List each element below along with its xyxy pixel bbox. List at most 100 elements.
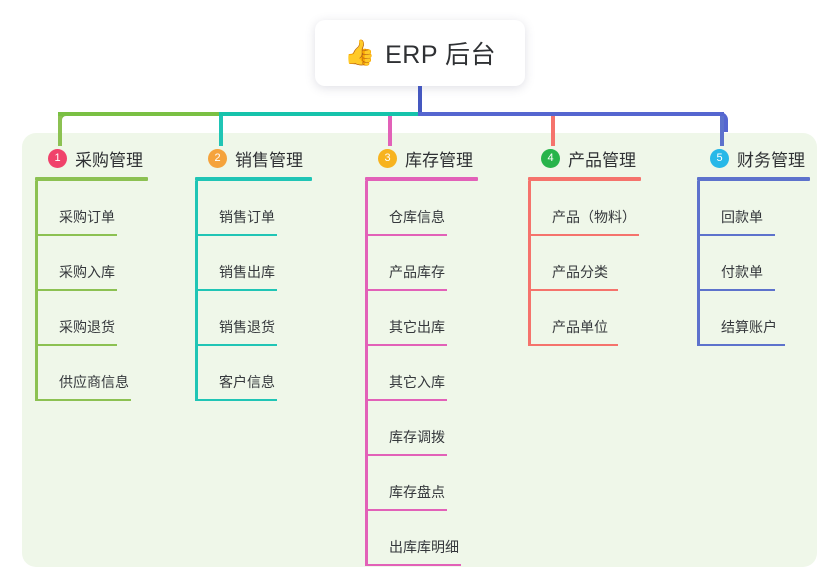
leaf-item[interactable]: 销售订单	[195, 181, 312, 236]
column-number-badge: 2	[208, 148, 227, 168]
column-header-3[interactable]: 3 库存管理	[365, 145, 478, 171]
leaf-item[interactable]: 库存调拨	[365, 401, 478, 456]
root-node-erp-backend[interactable]: 👍 ERP 后台	[315, 20, 525, 86]
column-title: 库存管理	[405, 150, 473, 170]
column-spine	[365, 181, 368, 566]
leaf-item-label: 库存调拨	[389, 429, 445, 445]
leaf-item[interactable]: 库存盘点	[365, 456, 478, 511]
leaf-item-underline	[365, 399, 447, 401]
leaf-item[interactable]: 产品单位	[528, 291, 641, 346]
leaf-item-label: 付款单	[721, 264, 763, 280]
leaf-item-underline	[697, 344, 785, 346]
drop-connector-col-2	[219, 116, 223, 146]
leaf-item[interactable]: 仓库信息	[365, 181, 478, 236]
leaf-item-underline	[35, 289, 117, 291]
drop-connector-col-3	[388, 116, 392, 146]
leaf-item-underline	[195, 399, 277, 401]
bus-segment-1	[58, 112, 219, 116]
leaf-item-underline	[195, 234, 277, 236]
leaf-item[interactable]: 采购入库	[35, 236, 148, 291]
drop-connector-col-5	[720, 116, 724, 146]
leaf-item[interactable]: 采购退货	[35, 291, 148, 346]
column-header-underline	[195, 177, 312, 181]
leaf-item-underline	[195, 344, 277, 346]
leaf-item-underline	[365, 234, 447, 236]
leaf-item[interactable]: 客户信息	[195, 346, 312, 401]
column-number-badge: 4	[541, 148, 560, 168]
column-spine	[195, 181, 198, 401]
leaf-item[interactable]: 其它出库	[365, 291, 478, 346]
leaf-item[interactable]: 其它入库	[365, 346, 478, 401]
column-header-underline	[528, 177, 641, 181]
column-header-underline	[697, 177, 810, 181]
column-2: 2 销售管理销售订单销售出库销售退货客户信息	[195, 145, 312, 401]
diagram-background-panel	[22, 133, 817, 567]
leaf-item-underline	[528, 289, 618, 291]
leaf-item-label: 供应商信息	[59, 374, 129, 390]
column-title: 财务管理	[737, 150, 805, 170]
leaf-item[interactable]: 付款单	[697, 236, 810, 291]
drop-connector-col-4	[551, 116, 555, 146]
column-title: 采购管理	[75, 150, 143, 170]
leaf-item-label: 采购退货	[59, 319, 115, 335]
column-items-2: 销售订单销售出库销售退货客户信息	[195, 181, 312, 401]
bus-segment-3	[418, 112, 724, 116]
drop-connector-col-1	[58, 116, 62, 146]
column-items-4: 产品（物料） 产品分类产品单位	[528, 181, 641, 346]
leaf-item-label: 销售退货	[219, 319, 275, 335]
column-title: 产品管理	[568, 150, 636, 170]
leaf-item[interactable]: 产品（物料）	[528, 181, 641, 236]
column-spine	[35, 181, 38, 401]
leaf-item-label: 销售订单	[219, 209, 275, 225]
leaf-item[interactable]: 出库库明细	[365, 511, 478, 566]
column-number-badge: 5	[710, 148, 729, 168]
leaf-item[interactable]: 回款单	[697, 181, 810, 236]
column-items-5: 回款单付款单结算账户	[697, 181, 810, 346]
leaf-item-underline	[35, 234, 117, 236]
leaf-item-label: 产品分类	[552, 264, 608, 280]
bus-segment-2	[219, 112, 418, 116]
column-4: 4 产品管理产品（物料） 产品分类产品单位	[528, 145, 641, 346]
column-items-1: 采购订单采购入库采购退货供应商信息	[35, 181, 148, 401]
column-header-underline	[35, 177, 148, 181]
leaf-item-underline	[697, 289, 775, 291]
leaf-item-underline	[365, 289, 447, 291]
leaf-item-underline	[365, 509, 447, 511]
column-title: 销售管理	[235, 150, 303, 170]
leaf-item[interactable]: 销售退货	[195, 291, 312, 346]
leaf-item-underline	[697, 234, 775, 236]
leaf-item[interactable]: 结算账户	[697, 291, 810, 346]
bus-elbow-right	[708, 112, 728, 132]
column-items-3: 仓库信息产品库存其它出库其它入库库存调拨库存盘点出库库明细	[365, 181, 478, 566]
column-5: 5 财务管理回款单付款单结算账户	[697, 145, 810, 346]
leaf-item-underline	[365, 454, 447, 456]
thumbs-up-icon: 👍	[343, 38, 376, 67]
leaf-item[interactable]: 供应商信息	[35, 346, 148, 401]
leaf-item-label: 出库库明细	[389, 539, 459, 555]
leaf-item-label: 采购入库	[59, 264, 115, 280]
root-node-title: ERP 后台	[385, 41, 497, 69]
root-stem-connector	[418, 86, 422, 114]
leaf-item-underline	[365, 344, 447, 346]
leaf-item[interactable]: 销售出库	[195, 236, 312, 291]
leaf-item-label: 产品（物料）	[552, 209, 636, 225]
leaf-item[interactable]: 采购订单	[35, 181, 148, 236]
column-spine	[697, 181, 700, 346]
leaf-item-underline	[35, 344, 117, 346]
leaf-item-label: 产品单位	[552, 319, 608, 335]
leaf-item-underline	[528, 234, 639, 236]
column-header-2[interactable]: 2 销售管理	[195, 145, 312, 171]
leaf-item-underline	[365, 564, 461, 566]
leaf-item-label: 仓库信息	[389, 209, 445, 225]
leaf-item-underline	[528, 344, 618, 346]
column-header-5[interactable]: 5 财务管理	[697, 145, 810, 171]
leaf-item[interactable]: 产品分类	[528, 236, 641, 291]
column-header-4[interactable]: 4 产品管理	[528, 145, 641, 171]
column-number-badge: 3	[378, 148, 397, 168]
leaf-item-label: 其它入库	[389, 374, 445, 390]
column-spine	[528, 181, 531, 346]
leaf-item-underline	[195, 289, 277, 291]
column-header-underline	[365, 177, 478, 181]
leaf-item[interactable]: 产品库存	[365, 236, 478, 291]
